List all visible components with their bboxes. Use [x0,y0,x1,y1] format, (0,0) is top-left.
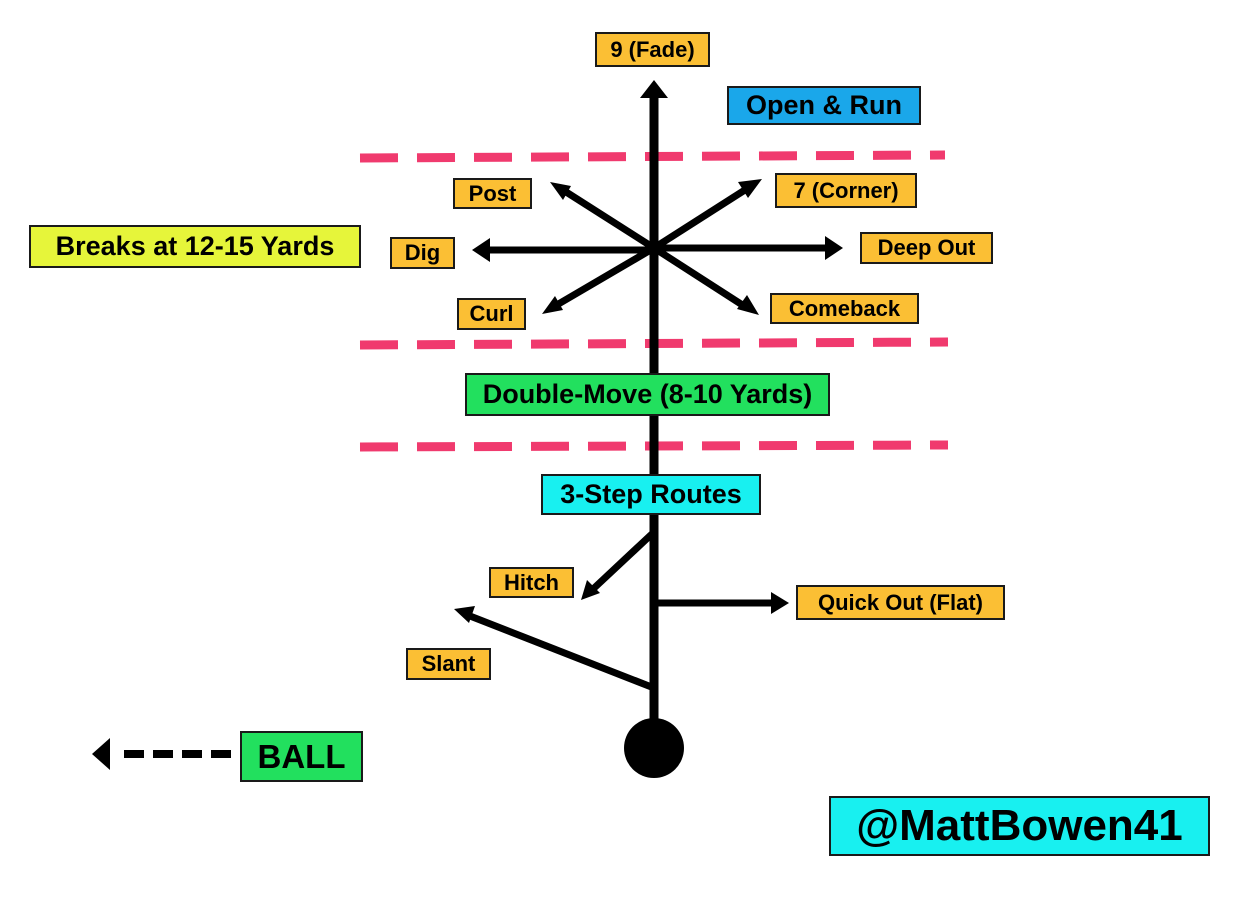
zone-label-open-run: Open & Run [727,86,921,125]
hitch-route [581,529,657,600]
route-label-post: Post [453,178,532,209]
route-label-curl: Curl [457,298,526,330]
route-label-corner: 7 (Corner) [775,173,917,208]
route-label-fade: 9 (Fade) [595,32,710,67]
quick-out-route [654,592,789,614]
corner-route [652,179,762,251]
route-label-dig: Dig [390,237,455,269]
curl-route [542,244,656,314]
slant-route [454,606,656,692]
route-label-deep-out: Deep Out [860,232,993,264]
dig-route [472,238,654,262]
author-handle: @MattBowen41 [829,796,1210,856]
zone-label-double-move: Double-Move (8-10 Yards) [465,373,830,416]
deep-out-route [654,236,843,260]
ball-direction-arrow [92,738,232,770]
route-label-hitch: Hitch [489,567,574,598]
ball-label: BALL [240,731,363,782]
comeback-route [652,245,759,315]
receiver-start-dot [624,718,684,778]
fade-arrowhead [640,80,668,98]
route-label-quick-out: Quick Out (Flat) [796,585,1005,620]
zone-label-breaks: Breaks at 12-15 Yards [29,225,361,268]
zone-label-three-step: 3-Step Routes [541,474,761,515]
route-label-comeback: Comeback [770,293,919,324]
route-label-slant: Slant [406,648,491,680]
post-route [550,182,656,251]
